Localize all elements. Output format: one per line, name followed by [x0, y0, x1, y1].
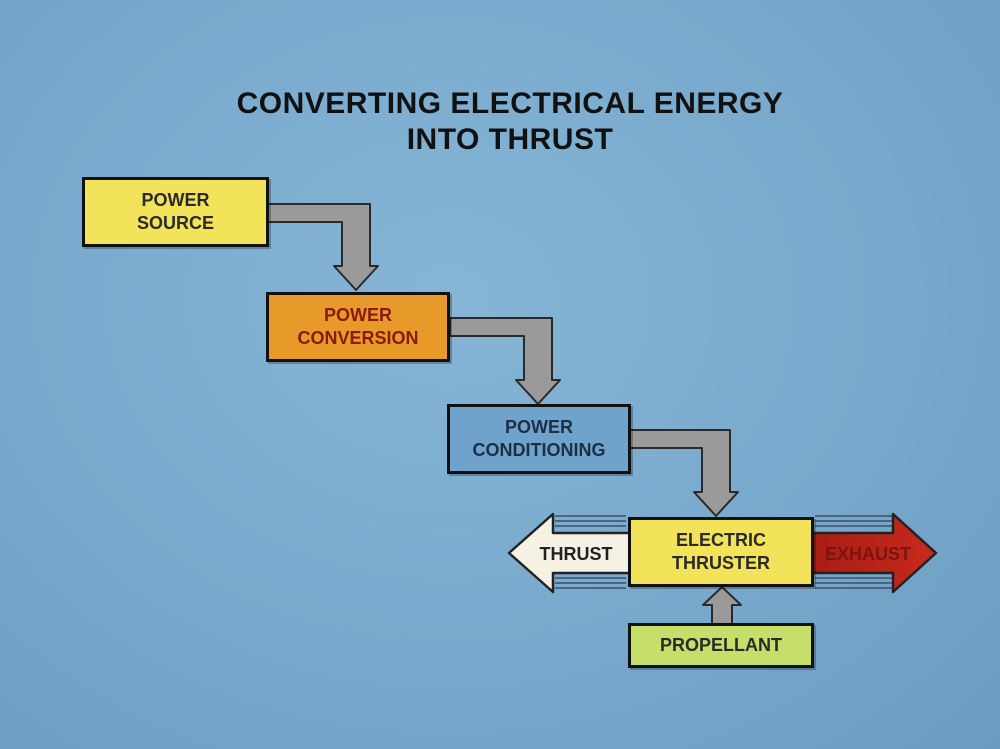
power-source-label-2: SOURCE — [136, 213, 214, 233]
power-conversion-box: POWER CONVERSION — [266, 292, 450, 362]
power-conditioning-label-1: POWER — [504, 417, 573, 437]
thrust-speed-lines — [555, 515, 626, 589]
power-conditioning-label-2: CONDITIONING — [472, 440, 606, 460]
power-conversion-label-1: POWER — [323, 305, 392, 325]
power-conversion-label-2: CONVERSION — [297, 328, 419, 348]
thrust-label: THRUST — [540, 544, 613, 564]
connector-conditioning-to-thruster — [629, 429, 739, 517]
connector-conversion-to-conditioning — [449, 317, 561, 405]
power-conditioning-box: POWER CONDITIONING — [447, 404, 631, 474]
exhaust-speed-lines — [815, 515, 892, 589]
electric-thruster-label-1: ELECTRIC — [676, 530, 766, 550]
connector-source-to-conversion — [267, 203, 379, 291]
title-line-1: CONVERTING ELECTRICAL ENERGY — [236, 87, 784, 120]
power-source-label-1: POWER — [141, 190, 210, 210]
propellant-label: PROPELLANT — [659, 635, 782, 655]
electric-thruster-label-2: THRUSTER — [672, 553, 770, 573]
connector-propellant-to-thruster — [702, 586, 742, 625]
exhaust-arrow — [808, 512, 938, 594]
title-line-2: INTO THRUST — [406, 123, 614, 156]
exhaust-label: EXHAUST — [825, 544, 911, 564]
diagram-title: CONVERTING ELECTRICAL ENERGY INTO THRUST — [0, 86, 1000, 158]
thrust-arrow — [507, 512, 632, 594]
power-source-box: POWER SOURCE — [82, 177, 269, 247]
propellant-box: PROPELLANT — [628, 623, 814, 668]
electric-thruster-box: ELECTRIC THRUSTER — [628, 517, 814, 587]
